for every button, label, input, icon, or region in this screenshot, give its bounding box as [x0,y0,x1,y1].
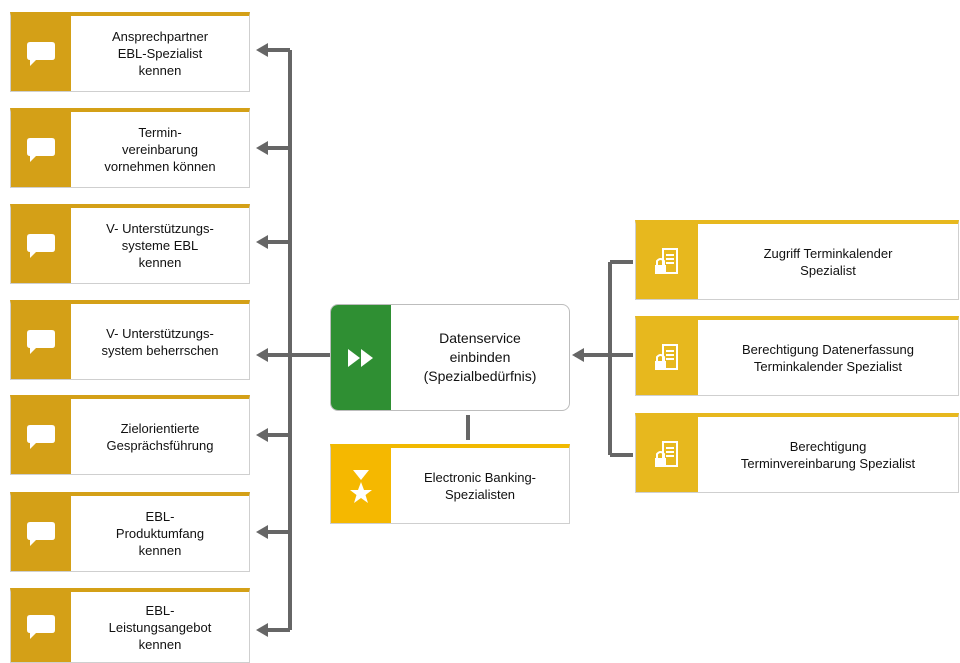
knowledge-label: Termin- vereinbarung vornehmen können [104,125,216,174]
role-electronic-banking-spezialisten[interactable]: Electronic Banking- Spezialisten [330,444,570,524]
speech-bubble-icon [11,592,71,662]
knowledge-item-terminvereinbarung[interactable]: Termin- vereinbarung vornehmen können [10,108,250,188]
fast-forward-icon [331,305,391,410]
role-label: Electronic Banking- Spezialisten [424,469,536,502]
role-star-icon [331,448,391,523]
knowledge-item-unterstuetzungssystem-beherrschen[interactable]: V- Unterstützungs- system beherrschen [10,300,250,380]
speech-bubble-icon [11,112,71,187]
speech-bubble-icon [11,399,71,474]
knowledge-label: EBL- Leistungsangebot kennen [108,602,212,652]
function-label: Datenservice einbinden (Spezialbedürfnis… [423,330,537,384]
permission-berechtigung-datenerfassung[interactable]: Berechtigung Datenerfassung Terminkalend… [635,316,959,396]
permission-berechtigung-terminvereinbarung[interactable]: Berechtigung Terminvereinbarung Speziali… [635,413,959,493]
speech-bubble-icon [11,16,71,91]
locked-document-icon [636,224,698,299]
knowledge-label: Ansprechpartner EBL-Spezialist kennen [111,29,209,78]
knowledge-item-ansprechpartner[interactable]: Ansprechpartner EBL-Spezialist kennen [10,12,250,92]
function-datenservice-einbinden[interactable]: Datenservice einbinden (Spezialbedürfnis… [330,304,570,411]
speech-bubble-icon [11,304,71,379]
permission-label: Berechtigung Datenerfassung Terminkalend… [741,341,914,374]
permission-label: Berechtigung Terminvereinbarung Speziali… [740,438,916,471]
knowledge-item-leistungsangebot[interactable]: EBL- Leistungsangebot kennen [10,588,250,663]
knowledge-item-gespraechsfuehrung[interactable]: Zielorientierte Gesprächsführung [10,395,250,475]
permission-label: Zugriff Terminkalender Spezialist [763,245,893,278]
knowledge-label: Zielorientierte Gesprächsführung [106,420,214,453]
locked-document-icon [636,417,698,492]
knowledge-label: EBL- Produktumfang kennen [115,509,205,558]
locked-document-icon [636,320,698,395]
knowledge-label: V- Unterstützungs- systeme EBL kennen [106,221,214,270]
speech-bubble-icon [11,496,71,571]
speech-bubble-icon [11,208,71,283]
knowledge-item-produktumfang[interactable]: EBL- Produktumfang kennen [10,492,250,572]
permission-zugriff-terminkalender[interactable]: Zugriff Terminkalender Spezialist [635,220,959,300]
knowledge-label: V- Unterstützungs- system beherrschen [101,325,219,358]
knowledge-item-unterstuetzungssysteme-kennen[interactable]: V- Unterstützungs- systeme EBL kennen [10,204,250,284]
